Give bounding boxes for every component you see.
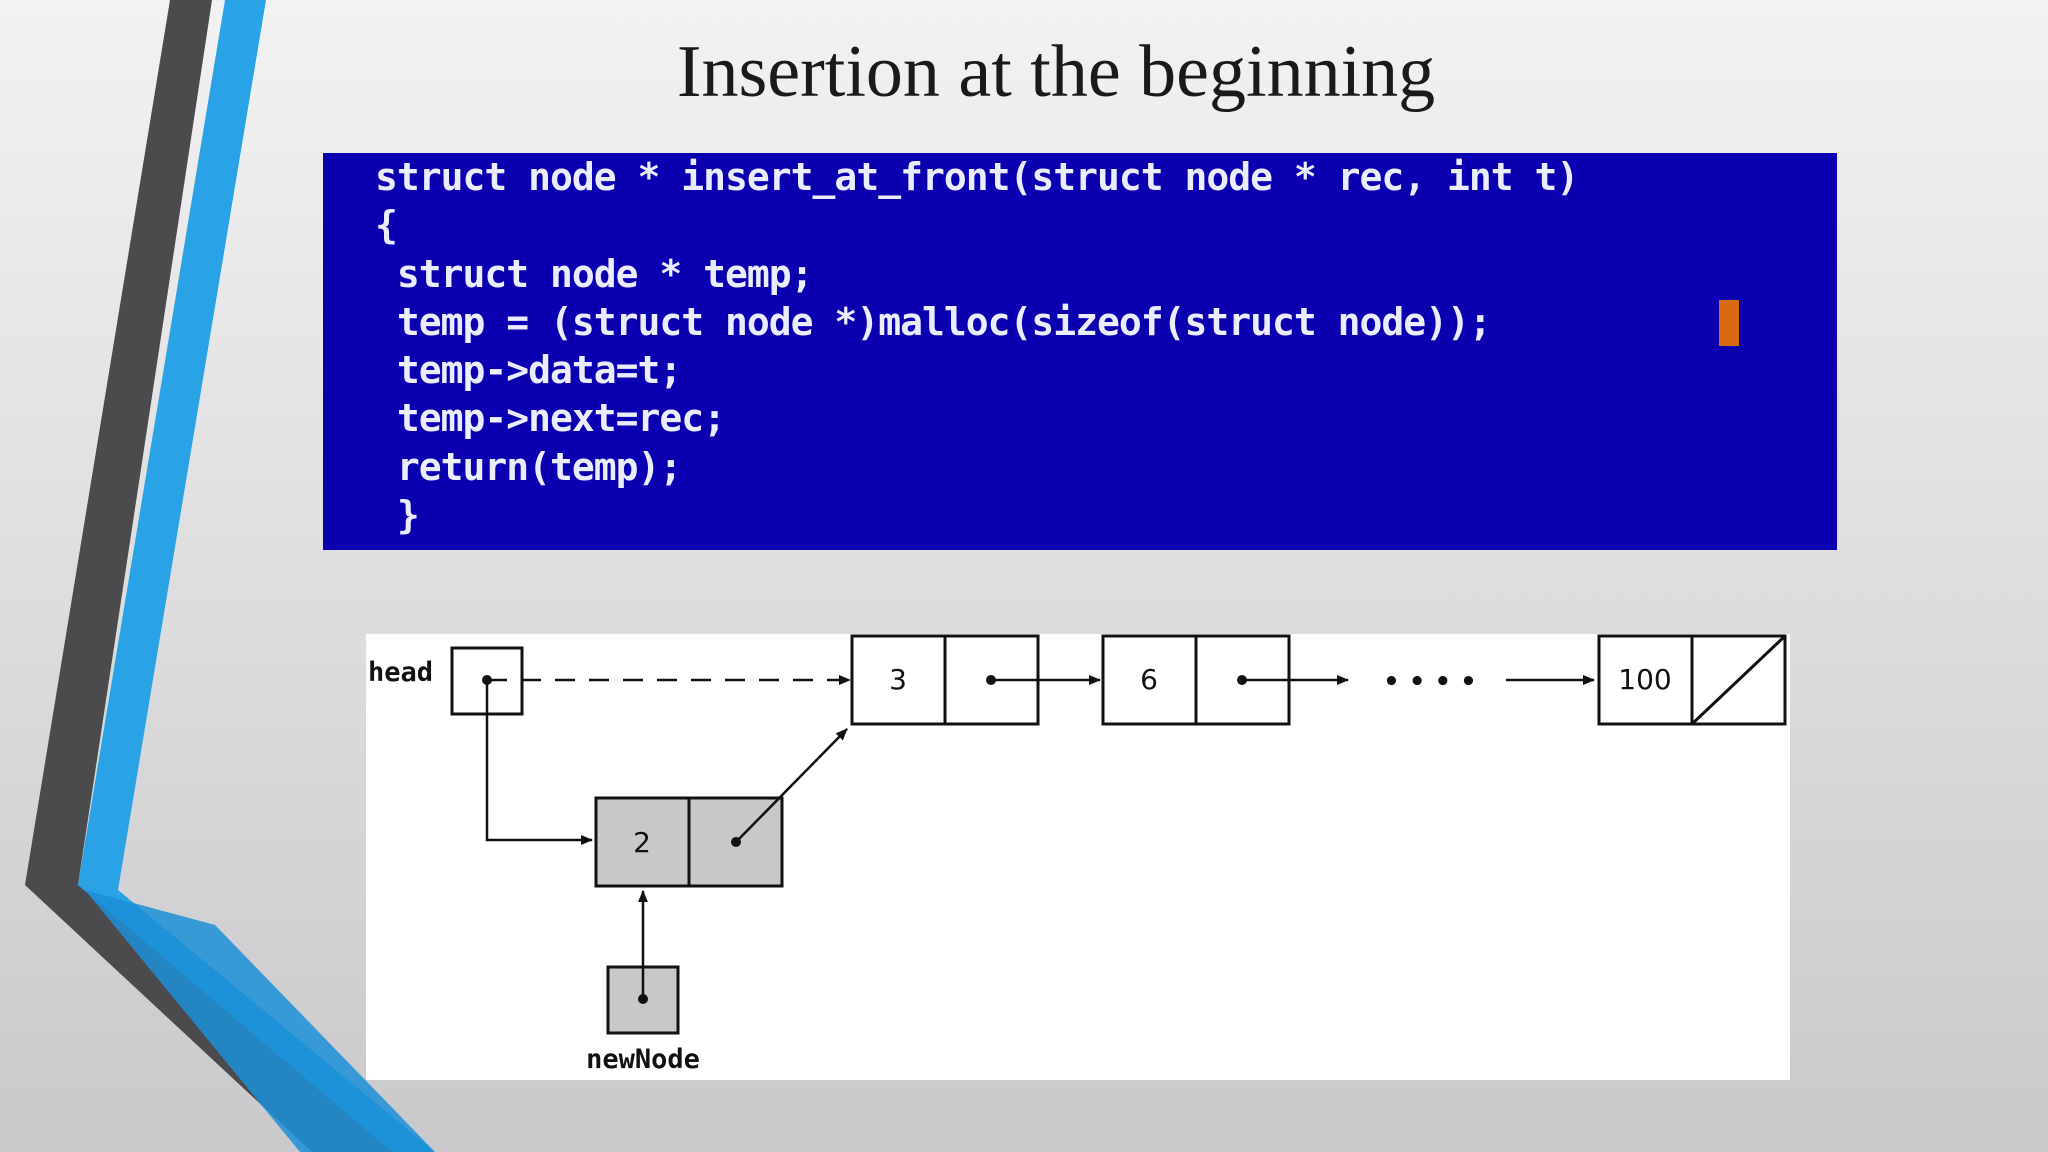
- ribbon-blue-band: [78, 0, 435, 1152]
- code-panel: struct node * insert_at_front(struct nod…: [323, 153, 1837, 550]
- node-3-data-cell: [850, 634, 947, 726]
- code-line-6: temp->next=rec;: [375, 396, 726, 440]
- ribbon-blue-lower: [85, 890, 435, 1152]
- code-line-5: temp->data=t;: [375, 348, 682, 392]
- diagram-svg: head 3 6 • • • • 100 2: [368, 634, 1787, 1075]
- code-line-3: struct node * temp;: [375, 252, 814, 296]
- node-6-value: 6: [1140, 663, 1158, 696]
- new-head-link: [485, 680, 593, 845]
- new-node-label: newNode: [586, 1044, 700, 1075]
- ribbon-dark-band: [25, 0, 430, 1152]
- node-2-value: 2: [633, 826, 651, 859]
- null-pointer-slash: [1690, 634, 1787, 726]
- slide-title: Insertion at the beginning: [676, 31, 1436, 113]
- node-100-value: 100: [1618, 663, 1671, 696]
- linked-list-diagram: head 3 6 • • • • 100 2: [366, 634, 1790, 1080]
- node-3-value: 3: [889, 663, 907, 696]
- code-line-7: return(temp);: [375, 445, 682, 489]
- code-line-8: }: [375, 493, 420, 537]
- code-line-4: temp = (struct node *)malloc(sizeof(stru…: [375, 300, 1492, 344]
- link-2-to-3: [735, 728, 848, 843]
- node-100-data-cell: [1597, 634, 1694, 726]
- ellipsis: • • • •: [1383, 667, 1477, 697]
- code-line-2: {: [375, 203, 398, 247]
- code-line-1: struct node * insert_at_front(struct nod…: [375, 155, 1579, 199]
- head-label: head: [368, 657, 433, 688]
- text-cursor: [1719, 300, 1739, 346]
